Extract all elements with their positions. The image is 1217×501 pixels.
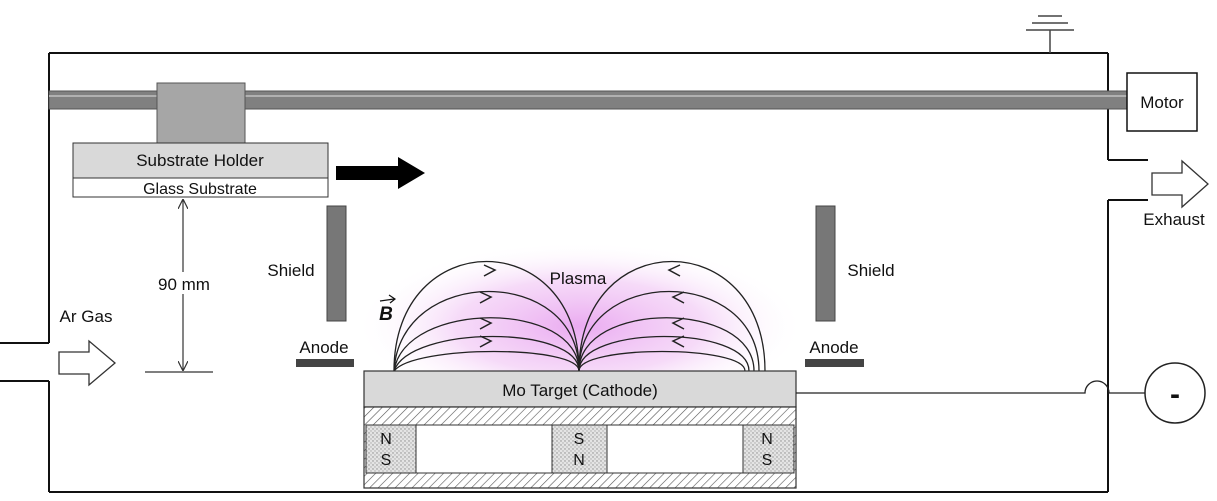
magnet-right: N S [742, 424, 795, 474]
power-supply-label: - [1170, 378, 1180, 411]
anode-right-label: Anode [809, 338, 858, 357]
glass-substrate-label: Glass Substrate [143, 181, 257, 198]
anode-right: Anode [805, 338, 864, 367]
b-field-label: B [379, 294, 397, 325]
magnetron-assembly: N S S N N S [363, 406, 797, 489]
field-arrowheads [479, 264, 685, 348]
hollow-arrow-right-icon [1151, 159, 1209, 209]
hollow-arrow-right-icon [58, 339, 117, 387]
shield-left-label: Shield [267, 261, 314, 280]
magnet-center-top: S [574, 431, 585, 448]
motor-label: Motor [1140, 93, 1184, 112]
ground-symbol-icon [1026, 15, 1074, 53]
cathode-wire [796, 380, 1145, 394]
magnetic-field-lines [393, 260, 766, 372]
shield-left: Shield [267, 205, 347, 322]
plasma-glow [355, 233, 805, 403]
magnet-left-bottom: S [381, 452, 392, 469]
plasma-label: Plasma [550, 269, 607, 288]
dc-power-supply-icon: - [1144, 362, 1206, 424]
substrate-holder: Substrate Holder [72, 82, 329, 179]
anode-left: Anode [296, 338, 354, 367]
magnet-left: N S [365, 424, 417, 474]
distance-label: 90 mm [158, 275, 210, 294]
exhaust-label: Exhaust [1143, 210, 1205, 229]
glass-substrate: Glass Substrate [72, 177, 329, 198]
magnet-center-bottom: N [573, 452, 585, 469]
ar-gas-label: Ar Gas [60, 307, 113, 326]
shield-right: Shield [815, 205, 895, 322]
magnet-center: S N [551, 424, 608, 474]
arrow-right-icon [336, 157, 425, 189]
magnet-left-top: N [380, 431, 392, 448]
substrate-holder-label: Substrate Holder [136, 151, 264, 170]
motor: Motor [1126, 72, 1198, 132]
target-label: Mo Target (Cathode) [502, 381, 658, 400]
b-field-symbol: B [379, 304, 393, 325]
mo-target: Mo Target (Cathode) [363, 370, 797, 408]
magnet-right-top: N [761, 431, 773, 448]
distance-dimension: 90 mm [145, 200, 220, 373]
anode-left-label: Anode [299, 338, 348, 357]
magnet-right-bottom: S [762, 452, 773, 469]
shield-right-label: Shield [847, 261, 894, 280]
